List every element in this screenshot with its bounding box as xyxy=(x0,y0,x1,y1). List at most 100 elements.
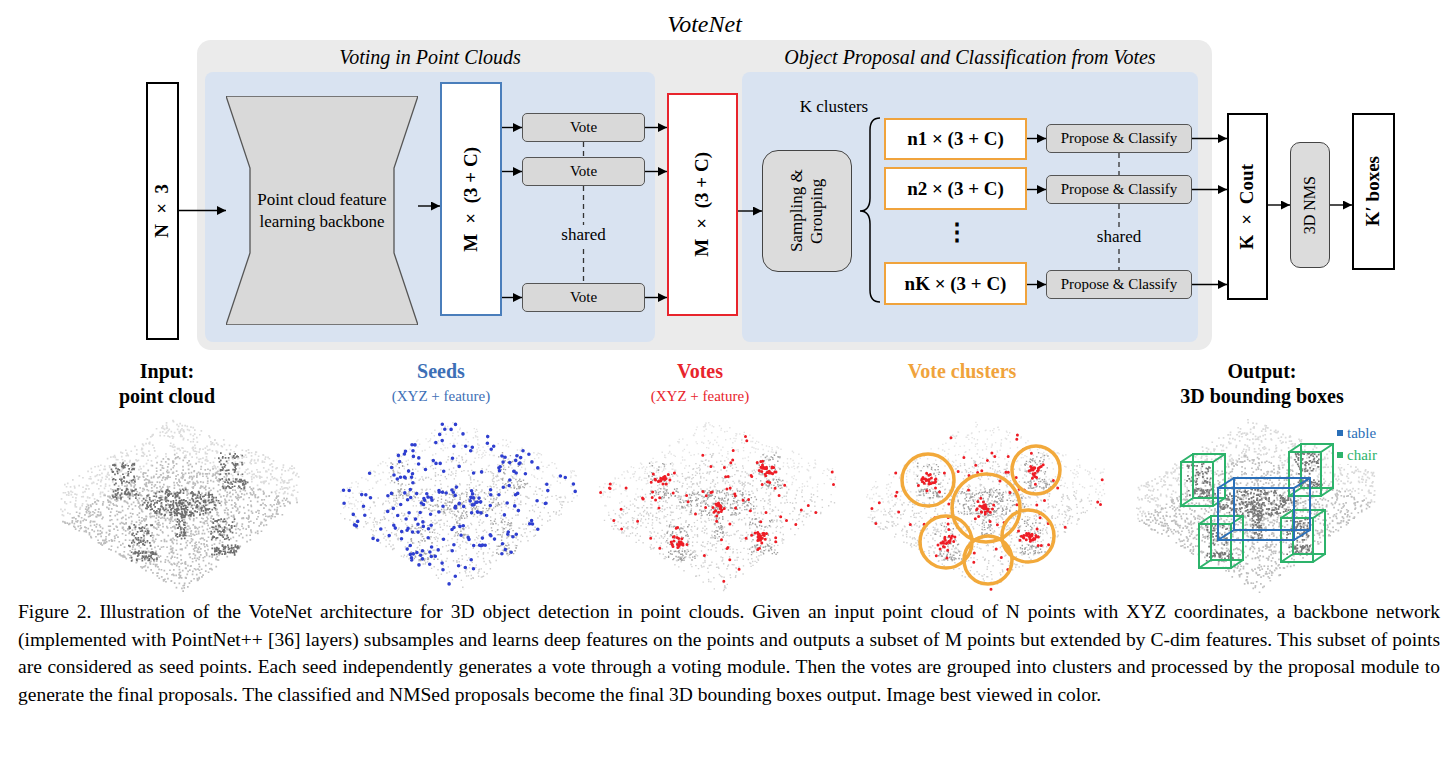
connector xyxy=(645,127,667,128)
point-cloud xyxy=(62,454,298,592)
text-label: (XYZ + feature) xyxy=(651,387,749,405)
vote-module: Vote xyxy=(522,283,645,312)
point-cloud-scene xyxy=(340,422,578,588)
connector xyxy=(1118,204,1119,270)
point-cloud xyxy=(1186,453,1322,562)
tensor-box: K × Cout xyxy=(1227,113,1268,300)
backbone-shape: Point cloud feature learning backbone xyxy=(226,96,418,325)
text-label: 3D bounding boxes xyxy=(1180,385,1343,408)
vote-tensor: M × (3 + C) xyxy=(667,93,738,316)
figure-caption: Figure 2. Illustration of the VoteNet ar… xyxy=(18,598,1440,708)
connector xyxy=(1118,153,1119,175)
seed-tensor-text: M × (3 + C) xyxy=(461,147,482,252)
point-cloud xyxy=(340,422,578,514)
point-cloud-scene xyxy=(599,422,836,591)
connector xyxy=(1027,189,1046,190)
network-band: VoteNetVoting in Point CloudsPoint cloud… xyxy=(197,40,1212,350)
cluster-tensor: n1 × (3 + C) xyxy=(884,118,1027,160)
proposal-module-text: Propose & Classify xyxy=(1061,181,1178,198)
cluster-tensor-text: n2 × (3 + C) xyxy=(907,178,1004,200)
chair-bounding-boxes xyxy=(1181,444,1333,568)
tensor-box-text: K′ boxes xyxy=(1363,156,1384,226)
legend-row: chair xyxy=(1334,446,1380,464)
text-label: Votes xyxy=(677,360,723,383)
cluster-tensor: n2 × (3 + C) xyxy=(884,167,1027,210)
seed-points xyxy=(342,422,577,585)
backbone-outline xyxy=(226,96,418,325)
connector xyxy=(179,210,226,211)
connector xyxy=(583,186,584,283)
text-label: Input: xyxy=(140,360,194,383)
cluster-brace xyxy=(860,118,880,302)
vote-points xyxy=(599,435,835,583)
legend-swatch xyxy=(1337,430,1343,436)
vote-points xyxy=(870,434,1103,591)
connector xyxy=(583,142,584,157)
vote-module-text: Vote xyxy=(570,163,597,180)
connector xyxy=(418,205,440,206)
sampling-box: Sampling & Grouping xyxy=(762,150,852,272)
tensor-box-text: N × 3 xyxy=(152,184,173,238)
connector xyxy=(1192,189,1227,190)
proposal-module-text: Propose & Classify xyxy=(1061,276,1178,293)
connector xyxy=(502,171,522,172)
connector xyxy=(1027,284,1046,285)
network-band-fill xyxy=(197,40,1212,350)
proposal-module-text: Propose & Classify xyxy=(1061,130,1178,147)
nms-box-text: 3D NMS xyxy=(1301,176,1319,234)
edge-label: shared xyxy=(559,225,607,245)
vote-module: Vote xyxy=(522,113,645,142)
cluster-circles xyxy=(902,446,1060,584)
connector xyxy=(645,171,667,172)
proposal-module: Propose & Classify xyxy=(1046,124,1192,153)
cluster-tensor-text: nK × (3 + C) xyxy=(905,273,1007,295)
connector xyxy=(1027,138,1046,139)
nms-box: 3D NMS xyxy=(1290,142,1330,268)
text-label: point cloud xyxy=(119,385,215,408)
text-label: ⋮ xyxy=(945,219,969,245)
point-cloud xyxy=(344,453,573,588)
stage-panel: Object Proposal and Classification from … xyxy=(742,72,1198,342)
vote-tensor-text: M × (3 + C) xyxy=(692,152,713,257)
connector xyxy=(1192,138,1227,139)
legend-swatch xyxy=(1337,452,1343,458)
vote-module-text: Vote xyxy=(570,119,597,136)
proposal-module: Propose & Classify xyxy=(1046,175,1192,204)
seed-tensor: M × (3 + C) xyxy=(440,82,502,316)
text-label: Output: xyxy=(1228,360,1297,383)
connector xyxy=(502,297,522,298)
network-band-text: VoteNet xyxy=(197,11,1212,38)
backbone-hourglass xyxy=(226,96,418,325)
tensor-box: K′ boxes xyxy=(1352,113,1395,270)
connector xyxy=(645,297,667,298)
stage-panel-text: Object Proposal and Classification from … xyxy=(742,46,1198,68)
connector xyxy=(1268,204,1290,205)
text-label: Seeds xyxy=(417,360,465,383)
legend-row: table xyxy=(1334,424,1379,442)
edge-label: shared xyxy=(1095,227,1143,247)
connector xyxy=(502,127,522,128)
point-cloud xyxy=(111,452,249,562)
backbone-shape-text: Point cloud feature learning backbone xyxy=(252,189,392,232)
point-cloud-scene xyxy=(1136,419,1376,593)
point-cloud xyxy=(1139,455,1371,593)
sampling-box-text: Sampling & Grouping xyxy=(787,158,828,264)
stage-panel-text: Voting in Point Clouds xyxy=(205,46,655,68)
point-cloud-scene xyxy=(60,420,299,592)
connector xyxy=(1192,284,1227,285)
connector xyxy=(1330,204,1352,205)
cluster-tensor: nK × (3 + C) xyxy=(884,262,1027,305)
cluster-tensor-text: n1 × (3 + C) xyxy=(907,128,1004,150)
point-cloud-scene xyxy=(866,422,1105,591)
stage-panel-fill xyxy=(205,72,655,342)
stage-panel-fill xyxy=(742,72,1198,342)
legend-text: table xyxy=(1347,424,1376,442)
text-label: (XYZ + feature) xyxy=(392,387,490,405)
connector xyxy=(738,210,762,211)
stage-panel: Voting in Point CloudsPoint cloud featur… xyxy=(205,72,655,342)
vote-module: Vote xyxy=(522,157,645,186)
text-label: K clusters xyxy=(800,97,868,117)
tensor-box-text: K × Cout xyxy=(1237,164,1258,249)
table-bounding-box xyxy=(1218,478,1310,540)
tensor-box: N × 3 xyxy=(146,82,179,340)
